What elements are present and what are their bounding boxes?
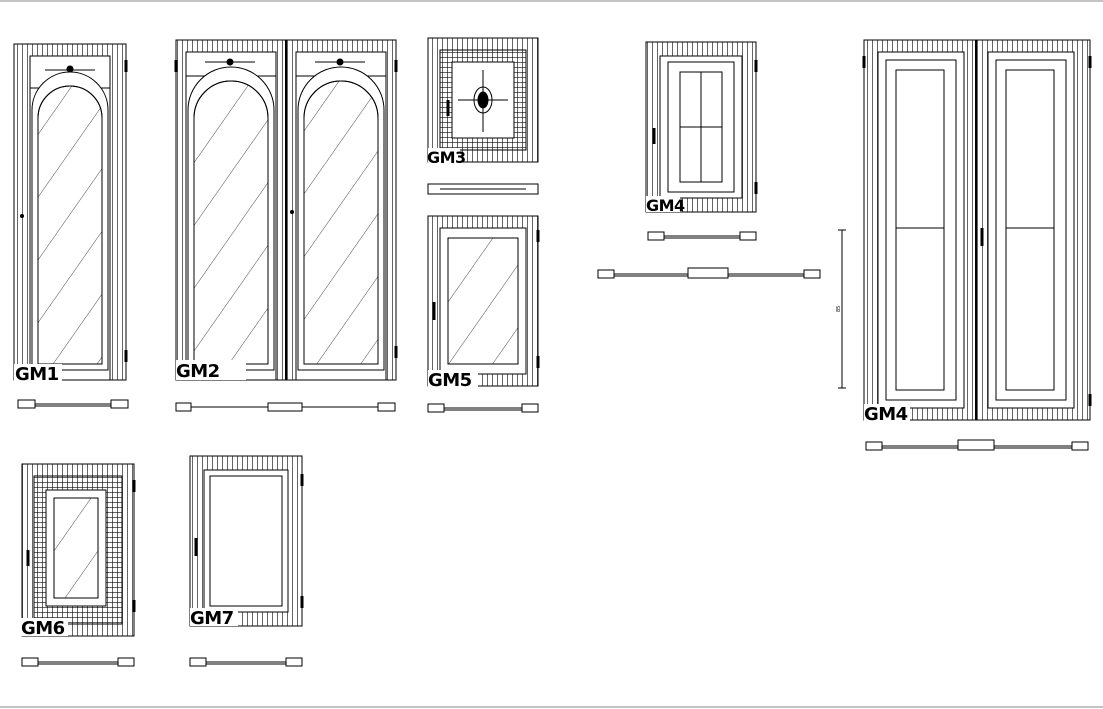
label-bg-gm1: [14, 364, 62, 382]
plan-gm2: [175, 402, 396, 412]
door-gm2: [174, 39, 398, 381]
plan-gm4-triple: [597, 267, 821, 279]
label-bg-gm4-large: [864, 404, 910, 422]
label-gm5: GM5: [428, 370, 472, 391]
plan-gm4-large: [865, 439, 1089, 451]
door-gm5: [427, 215, 540, 387]
plan-gm1: [17, 399, 129, 409]
label-gm4-large: GM4: [864, 404, 908, 425]
plan-gm3: [427, 183, 539, 195]
plan-gm5: [427, 403, 539, 413]
dimension-value: 85: [836, 306, 842, 312]
label-gm1: GM1: [15, 364, 59, 385]
dimension-line: [838, 229, 846, 389]
label-bg-gm7: [190, 608, 238, 626]
plan-gm7: [189, 657, 303, 667]
plan-gm4-small: [647, 231, 757, 241]
door-gm3: [427, 37, 539, 163]
label-gm3: GM3: [427, 148, 466, 167]
label-bg-gm4-small: [646, 196, 680, 212]
door-gm7: [189, 455, 304, 627]
door-gm4-small: [645, 41, 758, 213]
plan-gm6: [21, 657, 135, 667]
door-gm6: [21, 463, 136, 637]
label-bg-gm6: [20, 618, 68, 636]
label-gm6: GM6: [21, 618, 65, 639]
label-bg-gm2: [176, 360, 246, 380]
door-gm1: [13, 43, 128, 381]
label-bg-gm3: [428, 148, 460, 164]
label-gm4-small: GM4: [646, 196, 685, 215]
label-gm7: GM7: [190, 608, 234, 629]
label-bg-gm5: [428, 370, 478, 388]
label-gm2: GM2: [176, 361, 220, 382]
door-gm4-large: [862, 39, 1092, 421]
